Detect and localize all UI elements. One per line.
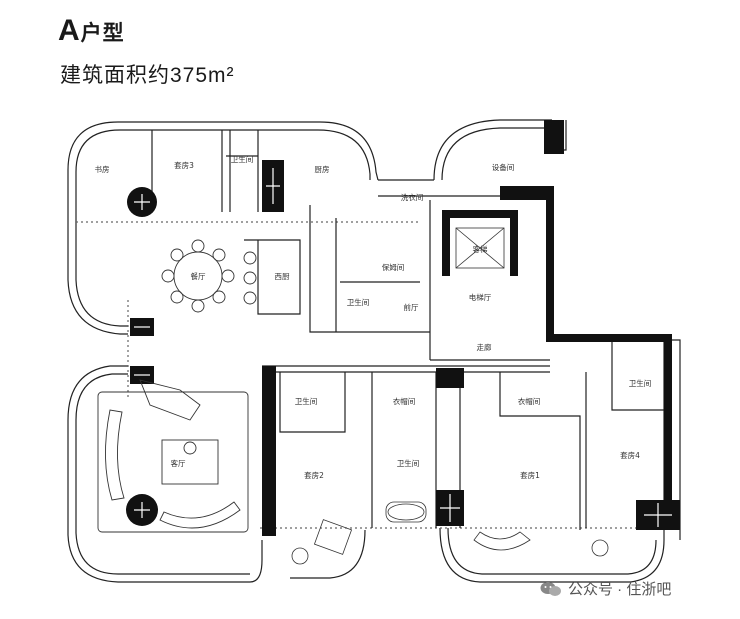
room-label-equipment: 设备间 [492, 162, 515, 172]
structural-columns [126, 120, 680, 536]
shear-wall [546, 200, 672, 500]
room-label-guest-lift: 客梯 [473, 244, 488, 254]
room-label-suite1: 套房1 [520, 470, 540, 480]
room-label-suite3: 套房3 [174, 160, 194, 170]
dining-table [161, 239, 257, 313]
wall-west-upper [67, 200, 128, 335]
watermark-text: 公众号 · 住浙吧 [568, 581, 672, 598]
wall-outline-north [67, 121, 379, 200]
wall-outline-north-inner [75, 129, 371, 200]
wall-west-lower [67, 365, 250, 583]
lift-shaft-wall [442, 210, 518, 276]
room-label-corridor: 走廊 [477, 342, 492, 352]
lift [455, 227, 505, 269]
bath-fixtures [291, 501, 609, 565]
plan-title: A户型 [58, 14, 125, 48]
room-labels: 书房 套房3 卫生间 厨房 设备间 洗衣间 餐厅 西厨 保姆间 客梯 卫生间 前… [95, 154, 652, 480]
room-label-western-kitchen: 西厨 [275, 272, 290, 281]
room-label-suite4: 套房4 [620, 450, 640, 460]
room-label-living: 客厅 [171, 458, 186, 468]
watermark: 公众号 · 住浙吧 [540, 578, 671, 599]
room-label-study: 书房 [95, 164, 110, 174]
room-label-wardrobe-a: 衣帽间 [393, 396, 416, 406]
room-label-bath-c: 卫生间 [295, 396, 318, 406]
room-label-bath-e: 卫生间 [629, 378, 652, 388]
wechat-logo-icon [540, 581, 561, 596]
room-label-bath-a: 卫生间 [231, 154, 254, 164]
room-label-foyer: 前厅 [404, 302, 419, 312]
title-main: A [58, 14, 81, 47]
column [436, 368, 464, 388]
room-label-dining: 餐厅 [191, 272, 206, 281]
living-furniture [97, 379, 249, 533]
column [500, 186, 554, 200]
room-label-bath-d: 卫生间 [397, 458, 420, 468]
room-label-maid: 保姆间 [382, 262, 405, 272]
room-label-wardrobe-b: 衣帽间 [518, 396, 541, 406]
title-sub: 户型 [80, 22, 125, 45]
room-label-kitchen: 厨房 [315, 164, 330, 174]
room-label-lift-hall: 电梯厅 [469, 292, 492, 302]
column [262, 366, 276, 536]
column [544, 120, 564, 154]
area-label: 建筑面积约375m² [60, 64, 235, 87]
room-label-laundry: 洗衣间 [401, 192, 424, 202]
room-label-bath-b: 卫生间 [347, 297, 370, 307]
room-label-suite2: 套房2 [304, 470, 324, 480]
wall-south [249, 540, 263, 583]
